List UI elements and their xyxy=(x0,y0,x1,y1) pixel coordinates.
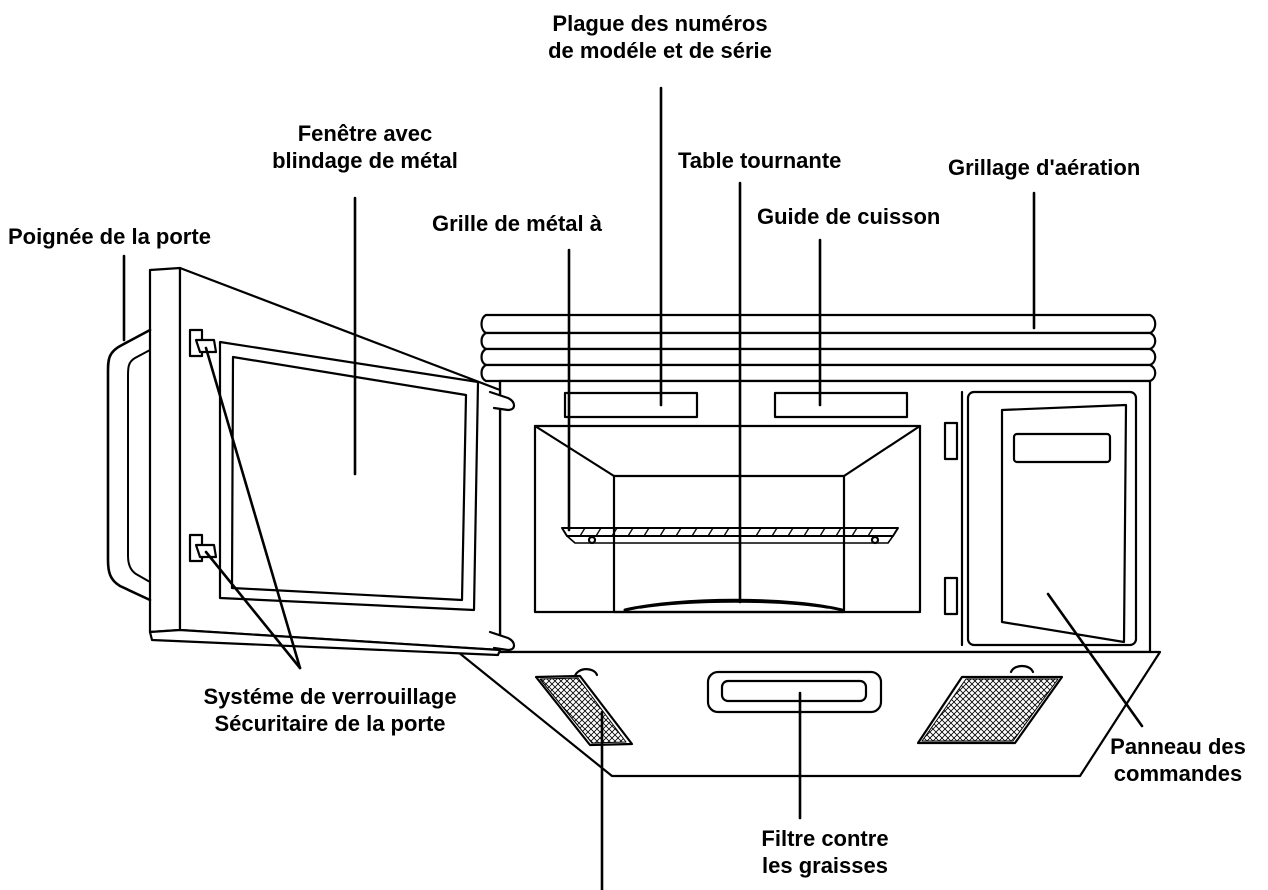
label-window-line2: blindage de métal xyxy=(272,148,458,173)
label-model-serial-plate-line1: Plague des numéros xyxy=(552,11,768,36)
label-door-lock: Systéme de verrouillage Sécuritaire de l… xyxy=(170,683,490,737)
label-model-serial-plate-line2: de modéle et de série xyxy=(548,38,772,63)
right-light-mesh xyxy=(921,678,1059,742)
label-door-handle: Poignée de la porte xyxy=(8,224,211,249)
door-handle xyxy=(106,328,152,602)
microwave-door xyxy=(148,266,516,657)
bottom-tray xyxy=(456,650,1162,778)
leader-lock-lower xyxy=(204,550,302,670)
leader-lock-upper xyxy=(204,346,302,670)
label-vent-grille: Grillage d'aération xyxy=(948,155,1141,180)
label-door-lock-line2: Sécuritaire de la porte xyxy=(214,711,446,736)
model-serial-plate xyxy=(563,391,699,419)
label-grease-filter-line2: les graisses xyxy=(762,853,888,878)
vent-grille-slats xyxy=(480,313,1157,383)
label-model-serial-plate: Plague des numéros de modéle et de série xyxy=(470,10,850,64)
label-window: Fenêtre avec blindage de métal xyxy=(225,120,505,174)
label-control-panel-line1: Panneau des xyxy=(1110,734,1246,759)
label-grease-filter: Filtre contre les graisses xyxy=(735,825,915,879)
left-light-mesh xyxy=(539,677,627,744)
leader-control-panel xyxy=(1046,592,1144,728)
label-grease-filter-line1: Filtre contre xyxy=(761,826,889,851)
label-control-panel-line2: commandes xyxy=(1113,761,1243,786)
door-lock-upper xyxy=(188,328,218,358)
latch-slot-lower xyxy=(943,576,959,616)
metal-rack xyxy=(561,527,899,545)
label-control-panel: Panneau des commandes xyxy=(1088,733,1268,787)
label-door-lock-line1: Systéme de verrouillage xyxy=(203,684,457,709)
latch-slot-upper xyxy=(943,421,959,461)
oven-cavity xyxy=(533,424,922,614)
leader-lines xyxy=(122,86,1144,890)
label-metal-rack: Grille de métal à xyxy=(432,211,602,236)
cooking-guide-plate xyxy=(773,391,909,419)
label-cooking-guide: Guide de cuisson xyxy=(757,204,941,229)
label-window-line1: Fenêtre avec xyxy=(297,121,433,146)
door-lock-lower xyxy=(188,533,218,563)
label-turntable: Table tournante xyxy=(678,148,842,173)
control-panel xyxy=(966,390,1138,647)
